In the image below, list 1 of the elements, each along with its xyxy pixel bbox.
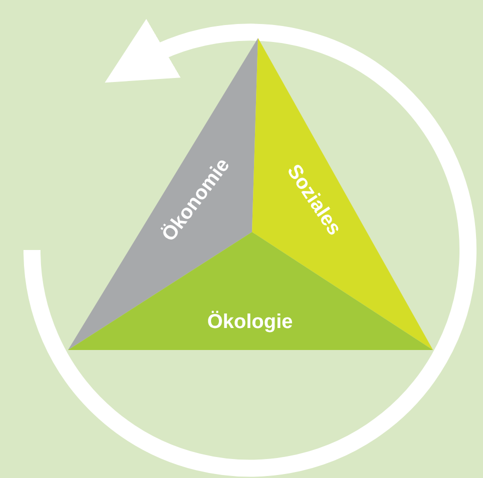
segment-label: Ökologie [207, 312, 293, 332]
